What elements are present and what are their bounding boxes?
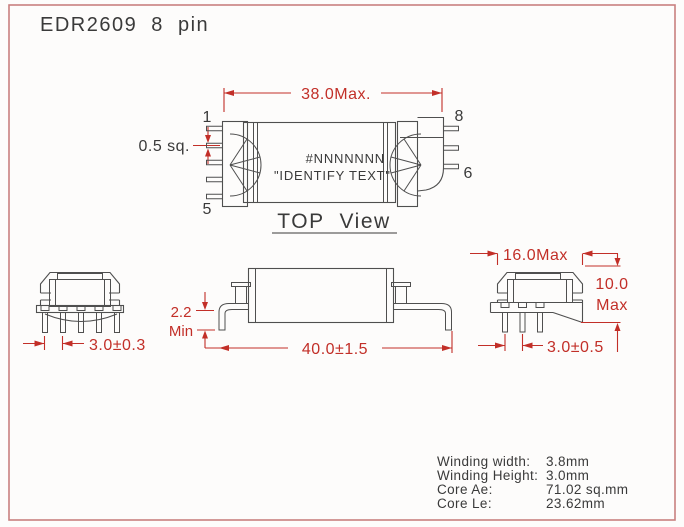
pin-size-dim-text: 0.5 sq. bbox=[138, 138, 190, 155]
pin-size-dimension: 0.5 sq. bbox=[138, 127, 220, 164]
top-view-label: TOP View bbox=[277, 210, 390, 233]
right-end-outline bbox=[489, 271, 584, 333]
spec-label: Winding Height: bbox=[437, 468, 538, 483]
front-view-outline bbox=[218, 267, 452, 331]
front-view: 2.2 Min 40.0±1.5 bbox=[169, 267, 453, 358]
right-end-pin-seats bbox=[500, 302, 545, 308]
page-border bbox=[8, 4, 676, 521]
top-view-right-pins bbox=[443, 125, 459, 170]
pin-number-8: 8 bbox=[455, 108, 464, 125]
front-core-body bbox=[247, 267, 395, 324]
left-pin-pitch-text: 3.0±0.3 bbox=[89, 337, 146, 354]
spec-value: 71.02 sq.mm bbox=[546, 482, 628, 497]
length-dim-text: 40.0±1.5 bbox=[302, 341, 368, 358]
right-end-view: 16.0Max 10.0 Max 3.0±0.5 bbox=[470, 247, 628, 356]
left-pin-pitch-dimension: 3.0±0.3 bbox=[23, 336, 146, 354]
pin-number-6: 6 bbox=[464, 165, 473, 182]
core-body bbox=[242, 121, 397, 204]
top-width-dim-text: 38.0Max. bbox=[301, 86, 371, 103]
spec-value: 23.62mm bbox=[546, 496, 605, 511]
spec-value: 3.0mm bbox=[546, 468, 589, 483]
front-right-gullwing-pin bbox=[393, 303, 452, 331]
top-view-width-dimension: 38.0Max. bbox=[223, 86, 443, 112]
spec-value: 3.8mm bbox=[546, 454, 589, 469]
standoff-dim-text: 2.2 bbox=[171, 304, 192, 321]
pin-number-5: 5 bbox=[203, 201, 212, 218]
marking-identify-text: "IDENTIFY TEXT" bbox=[274, 168, 391, 183]
pin-number-1: 1 bbox=[203, 109, 212, 126]
right-width-dimension: 16.0Max bbox=[470, 247, 618, 265]
right-width-dim-text: 16.0Max bbox=[503, 247, 568, 264]
left-end-outline bbox=[35, 271, 125, 333]
top-view-left-pins bbox=[206, 125, 223, 200]
top-view-outline bbox=[206, 116, 459, 208]
winding-arc-right bbox=[389, 133, 422, 197]
right-pin-pitch-dimension: 3.0±0.5 bbox=[478, 334, 604, 356]
right-height-dim-qualifier: Max bbox=[596, 297, 628, 314]
spec-label: Winding width: bbox=[437, 454, 530, 469]
top-view: 38.0Max. 0.5 sq. bbox=[138, 86, 473, 234]
spec-label: Core Le: bbox=[437, 496, 492, 511]
right-height-dimension: 10.0 Max bbox=[581, 253, 628, 352]
left-end-pin-seats bbox=[40, 305, 122, 311]
marking-serial-text: #NNNNNNN bbox=[306, 151, 385, 166]
spec-label: Core Ae: bbox=[437, 482, 493, 497]
winding-arc-left bbox=[229, 133, 262, 197]
standoff-dim-qualifier: Min bbox=[169, 323, 193, 340]
front-left-gullwing-pin bbox=[218, 303, 249, 331]
right-height-dim-text: 10.0 bbox=[595, 276, 628, 293]
standoff-dimension: 2.2 Min bbox=[169, 292, 219, 349]
length-dimension: 40.0±1.5 bbox=[219, 331, 453, 358]
drawing-title: EDR2609 8 pin bbox=[40, 14, 209, 36]
left-end-view: 3.0±0.3 bbox=[23, 271, 146, 354]
right-end-pins bbox=[502, 312, 543, 333]
right-pin-pitch-text: 3.0±0.5 bbox=[547, 339, 604, 356]
right-pin-block bbox=[417, 116, 445, 192]
spec-table: Winding width: 3.8mm Winding Height: 3.0… bbox=[437, 454, 628, 511]
left-end-pins bbox=[42, 312, 120, 333]
